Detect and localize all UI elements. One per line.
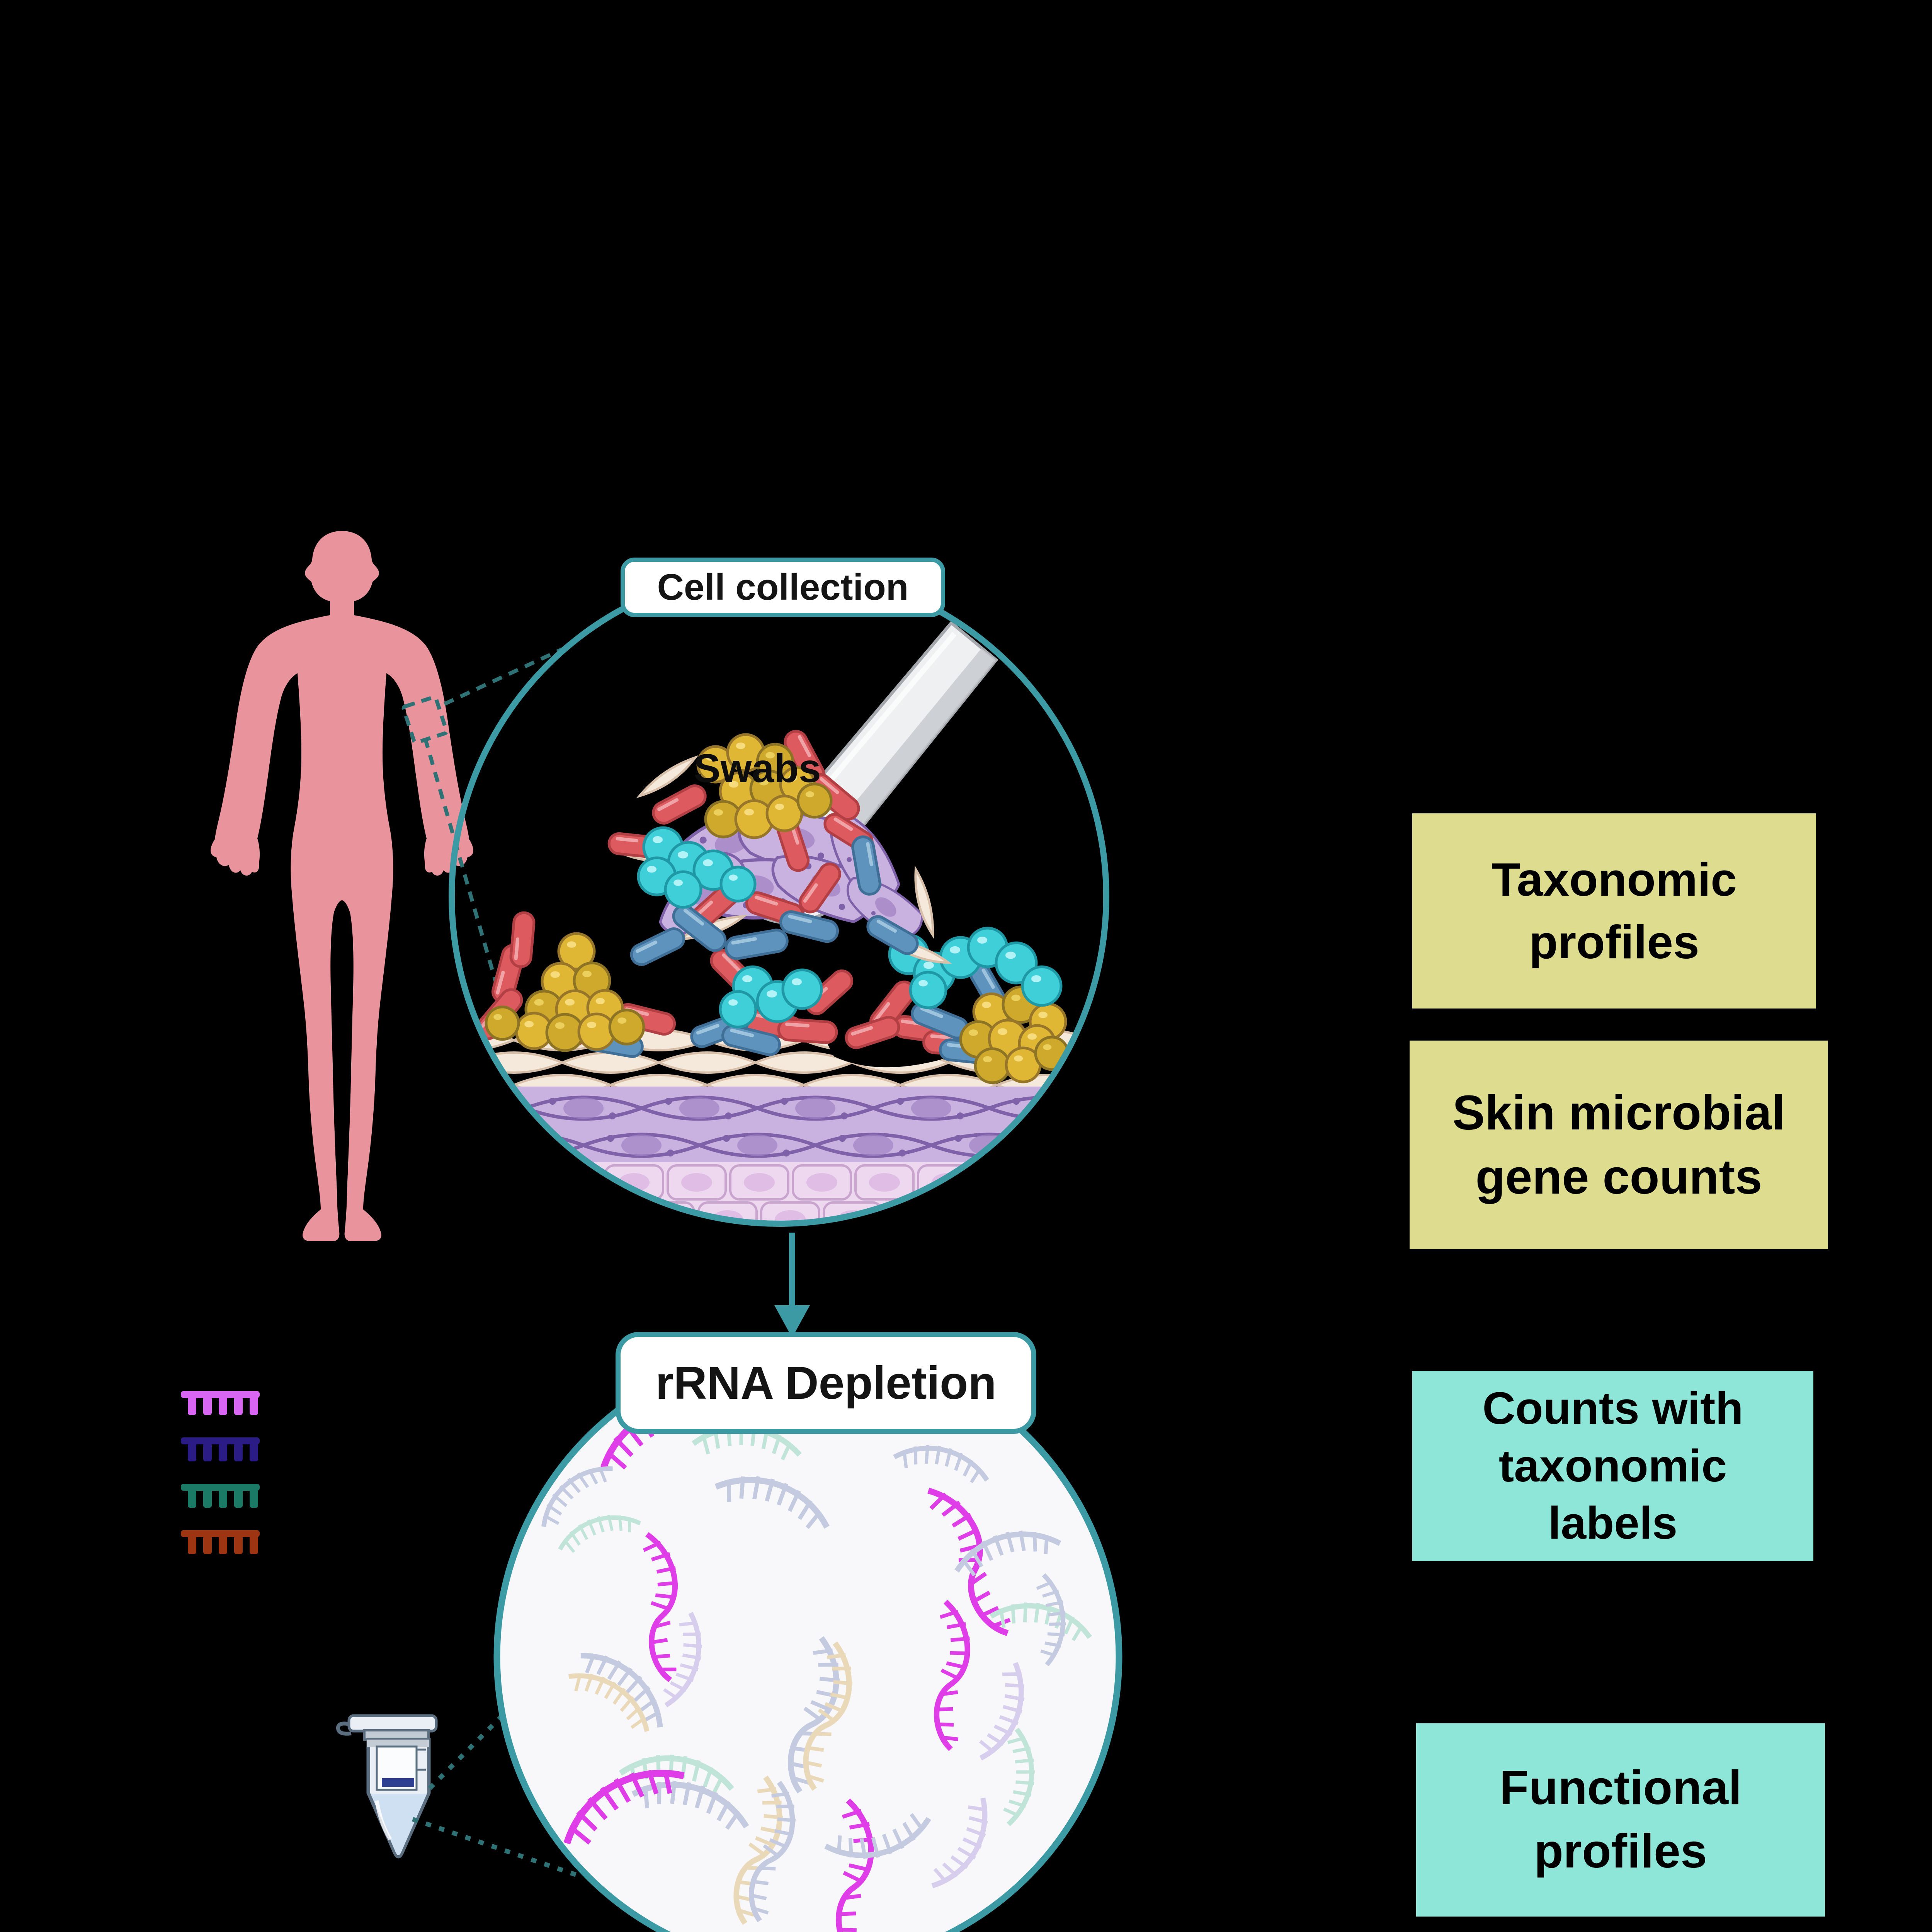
yellow2-coccus — [704, 800, 743, 838]
rrna-depletion-probes — [181, 1391, 260, 1554]
red-rod — [799, 862, 841, 913]
rrna-probe-icon — [181, 1530, 260, 1554]
cell-collection-label-text: Cell collection — [657, 566, 909, 608]
yellow2-coccus — [485, 1005, 520, 1041]
skin-flake — [1120, 1036, 1189, 1056]
teal-coccus — [909, 971, 947, 1009]
red-rod — [509, 911, 536, 968]
output-box-counts-with-taxonomic-labels: Counts with taxonomic labels — [1412, 1371, 1813, 1561]
rrna-depletion-label-text: rRNA Depletion — [655, 1357, 997, 1409]
output-box-text: Taxonomic profiles — [1492, 853, 1737, 968]
yellow2-coccus — [974, 1047, 1011, 1084]
blue-rod — [866, 915, 919, 955]
rrna-probe-icon — [181, 1391, 260, 1415]
rrna-depletion-label: rRNA Depletion — [616, 1332, 1036, 1434]
skin-cross-section — [454, 1029, 1104, 1221]
output-box-text: Functional profiles — [1499, 1761, 1742, 1878]
teal-coccus — [781, 968, 823, 1010]
output-box-functional-profiles: Functional profiles — [1416, 1723, 1825, 1917]
tube-zoom-dotted-lines — [412, 1712, 580, 1878]
blue-rod — [721, 1024, 781, 1056]
output-box-text: Skin microbial gene counts — [1452, 1085, 1786, 1204]
leader-dash-upper — [443, 647, 563, 706]
output-box-text: Counts with taxonomic labels — [1482, 1383, 1743, 1549]
blue-rod — [779, 910, 839, 943]
cell-collection-label: Cell collection — [621, 558, 945, 617]
blue-rod — [851, 835, 881, 896]
tube-gel-band — [382, 1778, 414, 1787]
blue-rod — [724, 929, 789, 960]
red-rod — [777, 1018, 838, 1044]
yellow-coccus — [726, 733, 765, 772]
down-arrow — [774, 1233, 810, 1338]
sample-site-marker — [401, 647, 563, 1005]
blue-rod — [672, 904, 727, 952]
collected-cell-clump — [607, 730, 950, 971]
yellow-coccus — [1005, 1046, 1042, 1083]
yellow-coccus — [765, 794, 803, 832]
output-box-taxonomic-profiles: Taxonomic profiles — [1412, 813, 1816, 1009]
yellow2-coccus — [796, 782, 833, 819]
blue-rod — [630, 927, 685, 966]
yellow-coccus — [557, 932, 596, 971]
tube-liquid — [371, 1794, 427, 1855]
teal-coccus — [719, 990, 757, 1029]
rrna-probe-icon — [181, 1437, 260, 1461]
microcentrifuge-tube — [336, 1714, 438, 1859]
teal-coccus — [664, 870, 702, 909]
red-rod — [652, 784, 707, 825]
rrna-probe-icon — [181, 1484, 260, 1508]
output-box-skin-microbial-gene-counts: Skin microbial gene counts — [1410, 1041, 1828, 1249]
teal-coccus — [719, 866, 757, 903]
human-body-silhouette — [211, 531, 473, 1241]
swabs-label: Swabs — [653, 746, 862, 792]
leader-dash-lower — [423, 737, 504, 1005]
cell-collection-scene — [454, 621, 1189, 1221]
red-rod — [845, 1015, 900, 1049]
yellow2-coccus — [608, 1009, 645, 1046]
teal-coccus — [1021, 965, 1063, 1007]
swabs-label-text: Swabs — [694, 746, 821, 791]
